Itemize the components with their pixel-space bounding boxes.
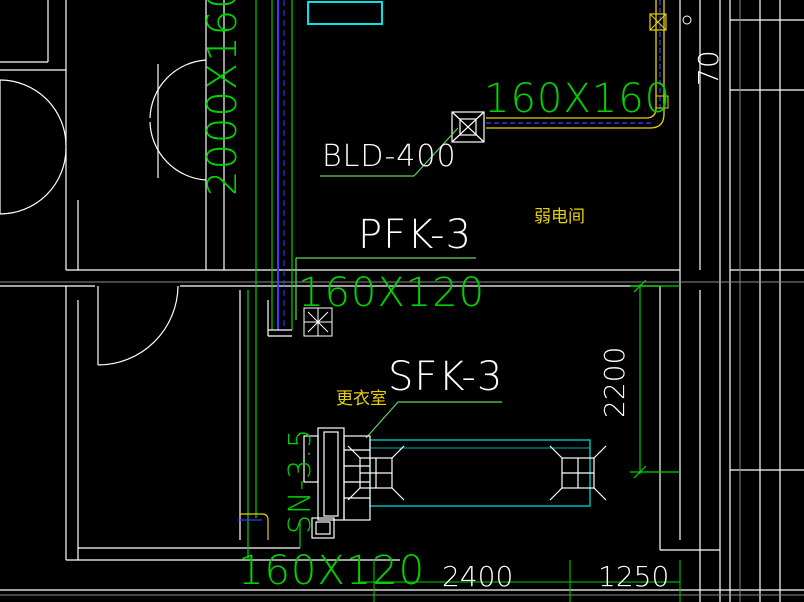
dimension-2200: [630, 279, 680, 479]
door-swings: [0, 59, 207, 366]
pfk-damper-icon: [303, 307, 333, 337]
bottom-pipe: [238, 513, 301, 548]
dimension-2400-label: 2400: [442, 560, 513, 593]
sfk-leader: [365, 401, 502, 439]
fan-coil-unit-icon: [303, 427, 371, 539]
dimension-1250-label: 1250: [598, 560, 669, 593]
sfk-label: SFK-3: [388, 354, 503, 400]
duct-size-label-top: 160X160: [484, 76, 671, 122]
duct-size-label-bottom: 160X120: [238, 548, 425, 594]
supply-duct: [369, 439, 591, 507]
room-label-weak-current: 弱电间: [534, 207, 585, 227]
bld-diffuser-icon: [451, 111, 485, 143]
bld-label: BLD-400: [322, 139, 457, 174]
duct-size-label-mid: 160X120: [298, 270, 485, 316]
access-panel-icon: [307, 1, 383, 25]
duct-size-label-vertical: 2000X160: [200, 0, 246, 196]
diffuser-icon-2: [549, 445, 607, 501]
bld-leader: [320, 127, 459, 177]
dimension-2200-label: 2200: [598, 347, 631, 418]
pfk-label: PFK-3: [358, 212, 472, 258]
duct-run-top: [486, 0, 692, 129]
pfk-leader: [295, 257, 476, 320]
diffuser-icon: [347, 445, 405, 501]
room-label-changing: 更衣室: [336, 389, 387, 409]
vertical-risers: [247, 0, 293, 560]
fan-coil-label: SN-3.5: [283, 428, 318, 534]
top-right-number: 70: [692, 50, 725, 86]
bottom-dimension: [360, 560, 681, 602]
